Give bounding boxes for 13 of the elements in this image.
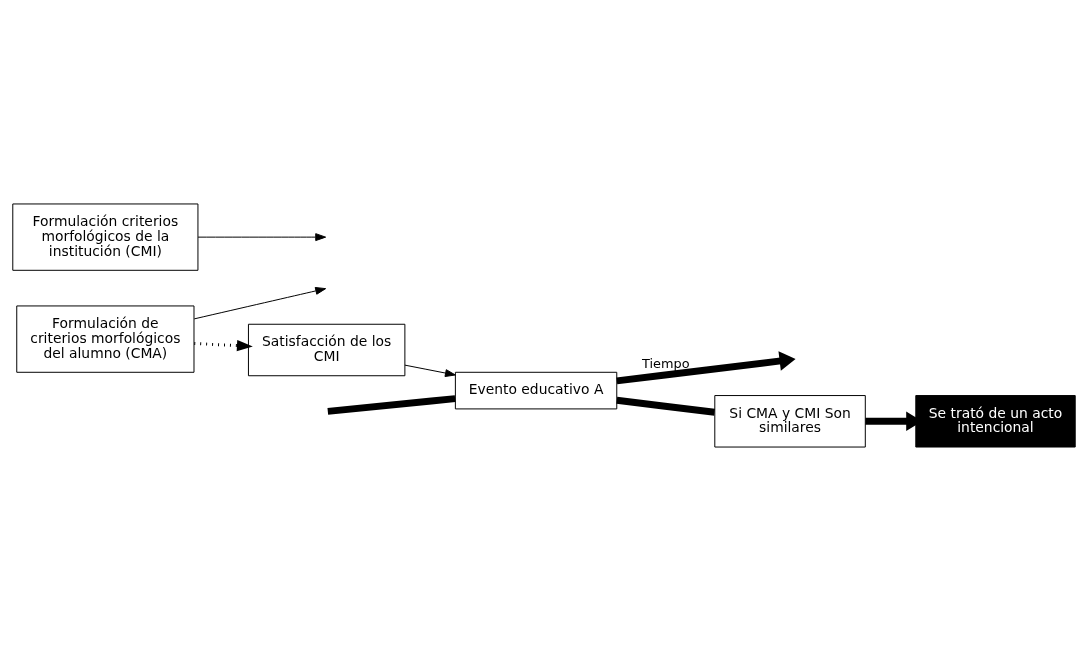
arrow xyxy=(194,339,253,351)
arrow xyxy=(193,286,327,319)
node-box: Se trató de un acto intencional xyxy=(915,394,1076,448)
edge-label: Tiempo xyxy=(642,355,690,371)
node-box: Formulación de criterios morfológicos del alumno (CMA) xyxy=(16,304,195,373)
node-box: Satisfacción de los CMI xyxy=(247,323,406,376)
node-box: Evento educativo A xyxy=(454,371,618,409)
arrow xyxy=(616,350,796,384)
node-box: Formulación criterios morfológicos de la institución (CMI) xyxy=(12,202,199,271)
arrow xyxy=(404,364,456,377)
arrow xyxy=(197,232,327,241)
connector xyxy=(327,394,456,415)
node-box: Si CMA y CMI Son similares xyxy=(714,394,866,448)
